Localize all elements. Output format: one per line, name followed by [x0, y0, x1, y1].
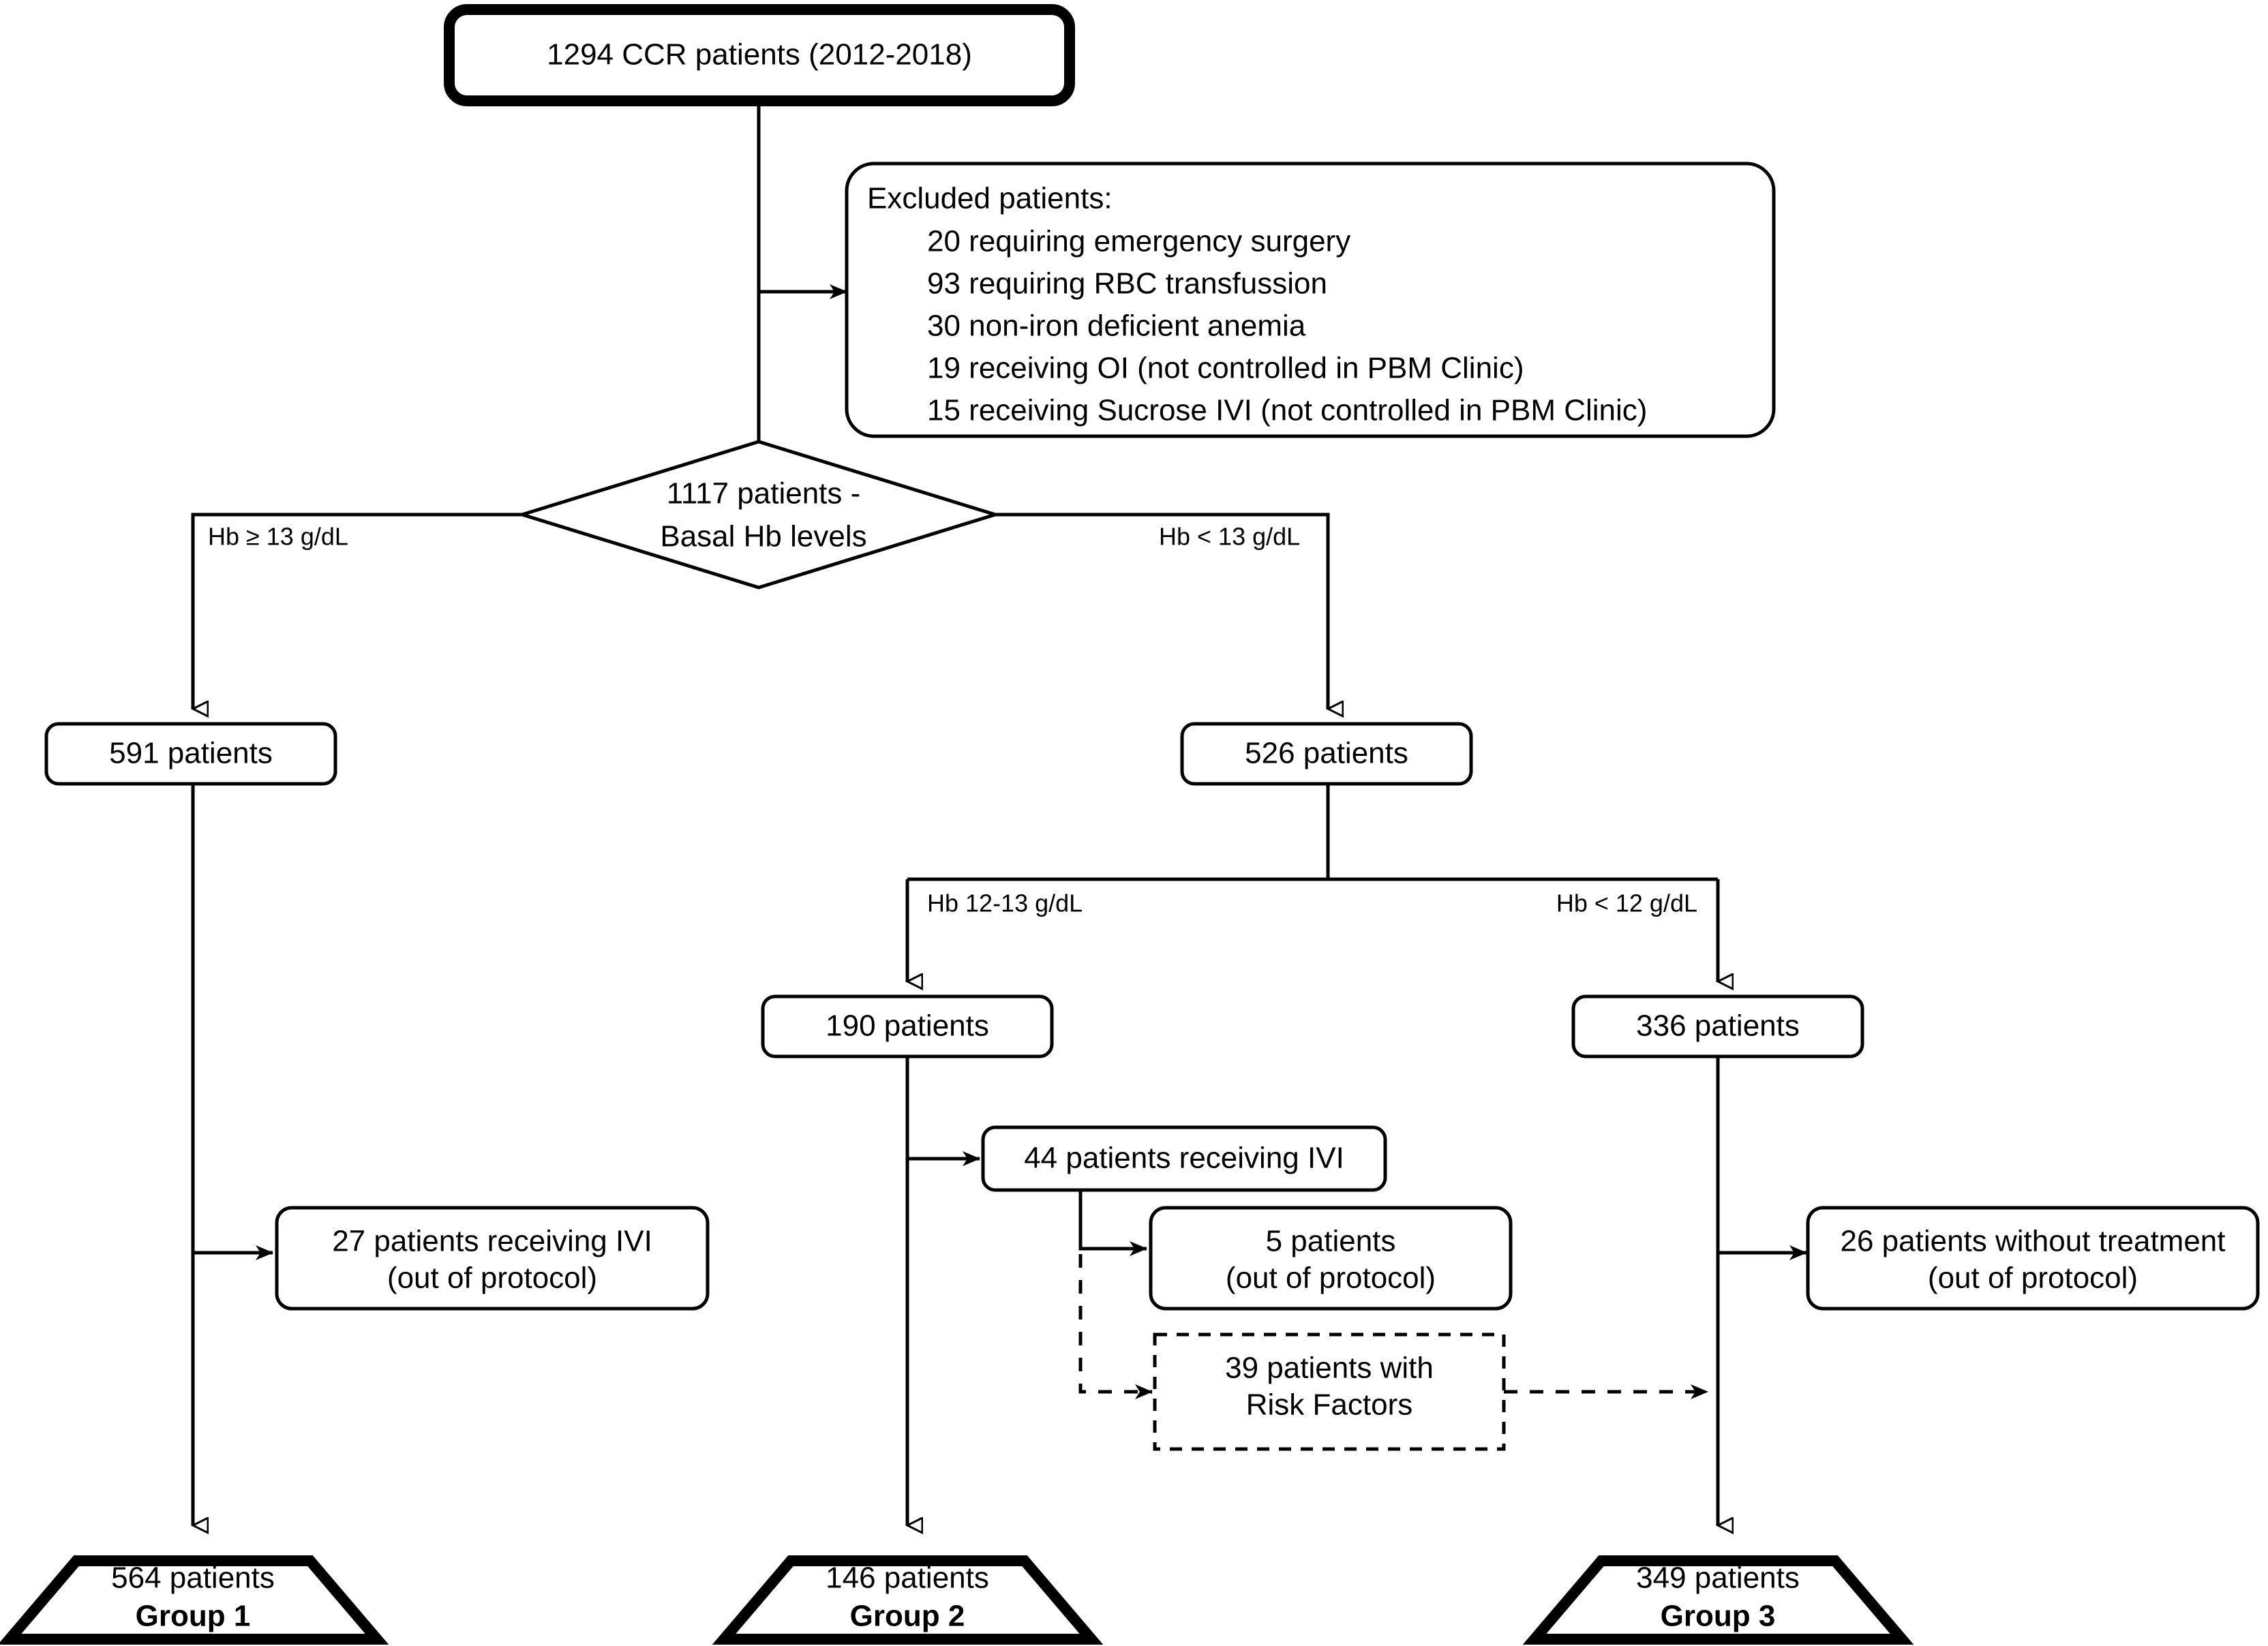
group-2-name: Group 2 — [850, 1600, 965, 1633]
edge-label-hb-ge-13: Hb ≥ 13 g/dL — [208, 523, 348, 551]
node-group-1[interactable]: 564 patients Group 1 — [0, 1555, 389, 1645]
edge-ivi44-to-out5 — [1078, 1189, 1147, 1256]
node-left-branch[interactable]: 591 patients — [44, 722, 337, 786]
excluded-item-3: 19 receiving OI (not controlled in PBM C… — [927, 352, 1524, 385]
node-mid-low[interactable]: 190 patients — [761, 994, 1054, 1058]
node-right-branch[interactable]: 526 patients — [1180, 722, 1473, 786]
node-group-3[interactable]: 349 patients Group 3 — [1522, 1555, 1914, 1645]
edge-label-hb-lt-13: Hb < 13 g/dL — [1159, 523, 1300, 551]
node-ivi-27-line-1: 27 patients receiving IVI — [332, 1225, 652, 1258]
node-out-5-line-2: (out of protocol) — [1226, 1262, 1436, 1295]
edge-decision-to-right — [986, 513, 1328, 709]
node-out-5-line-1: 5 patients — [1266, 1225, 1396, 1258]
node-ivi-27-line-2: (out of protocol) — [387, 1262, 597, 1295]
node-excluded[interactable]: Excluded patients: 20 requiring emergenc… — [845, 162, 1776, 438]
group-1-name: Group 1 — [136, 1600, 251, 1633]
decision-line-2: Basal Hb levels — [660, 520, 866, 553]
node-group-2[interactable]: 146 patients Group 2 — [712, 1555, 1104, 1645]
decision-line-1: 1117 patients - — [667, 477, 861, 510]
excluded-item-1: 93 requiring RBC transfussion — [927, 267, 1327, 301]
group-3-name: Group 3 — [1661, 1600, 1776, 1633]
node-right-low-label: 336 patients — [1636, 1009, 1800, 1043]
node-risk-39-line-2: Risk Factors — [1246, 1388, 1412, 1422]
edge-decision-to-left — [193, 513, 532, 709]
node-ivi-44-label: 44 patients receiving IVI — [1024, 1142, 1344, 1175]
node-no-treat-26-line-1: 26 patients without treatment — [1841, 1225, 2226, 1258]
node-left-branch-label: 591 patients — [109, 737, 273, 770]
node-right-branch-label: 526 patients — [1245, 737, 1408, 770]
node-decision[interactable]: 1117 patients - Basal Hb levels — [516, 440, 1001, 590]
excluded-item-2: 30 non-iron deficient anemia — [927, 309, 1306, 343]
edge-ivi44-to-risk39 — [1078, 1254, 1153, 1399]
node-ivi-27[interactable]: 27 patients receiving IVI (out of protoc… — [275, 1206, 710, 1311]
node-out-5[interactable]: 5 patients (out of protocol) — [1149, 1206, 1513, 1311]
edge-label-hb-lt-12: Hb < 12 g/dL — [1556, 889, 1697, 917]
node-risk-39[interactable]: 39 patients with Risk Factors — [1153, 1332, 1506, 1451]
node-risk-39-line-1: 39 patients with — [1225, 1352, 1434, 1385]
node-root[interactable]: 1294 CCR patients (2012-2018) — [444, 4, 1075, 106]
node-no-treat-26[interactable]: 26 patients without treatment (out of pr… — [1806, 1206, 2260, 1311]
excluded-item-4: 15 receiving Sucrose IVI (not controlled… — [927, 394, 1647, 427]
node-no-treat-26-line-2: (out of protocol) — [1928, 1262, 2138, 1295]
group-2-count: 146 patients — [826, 1561, 989, 1595]
group-1-count: 564 patients — [111, 1561, 275, 1595]
node-ivi-44[interactable]: 44 patients receiving IVI — [981, 1125, 1387, 1192]
edge-label-hb-12-13: Hb 12-13 g/dL — [927, 889, 1083, 917]
group-3-count: 349 patients — [1636, 1561, 1800, 1595]
node-root-label: 1294 CCR patients (2012-2018) — [547, 38, 972, 72]
excluded-item-0: 20 requiring emergency surgery — [927, 225, 1350, 258]
excluded-heading: Excluded patients: — [867, 182, 1113, 215]
node-right-low[interactable]: 336 patients — [1571, 994, 1864, 1058]
node-mid-low-label: 190 patients — [826, 1009, 989, 1043]
